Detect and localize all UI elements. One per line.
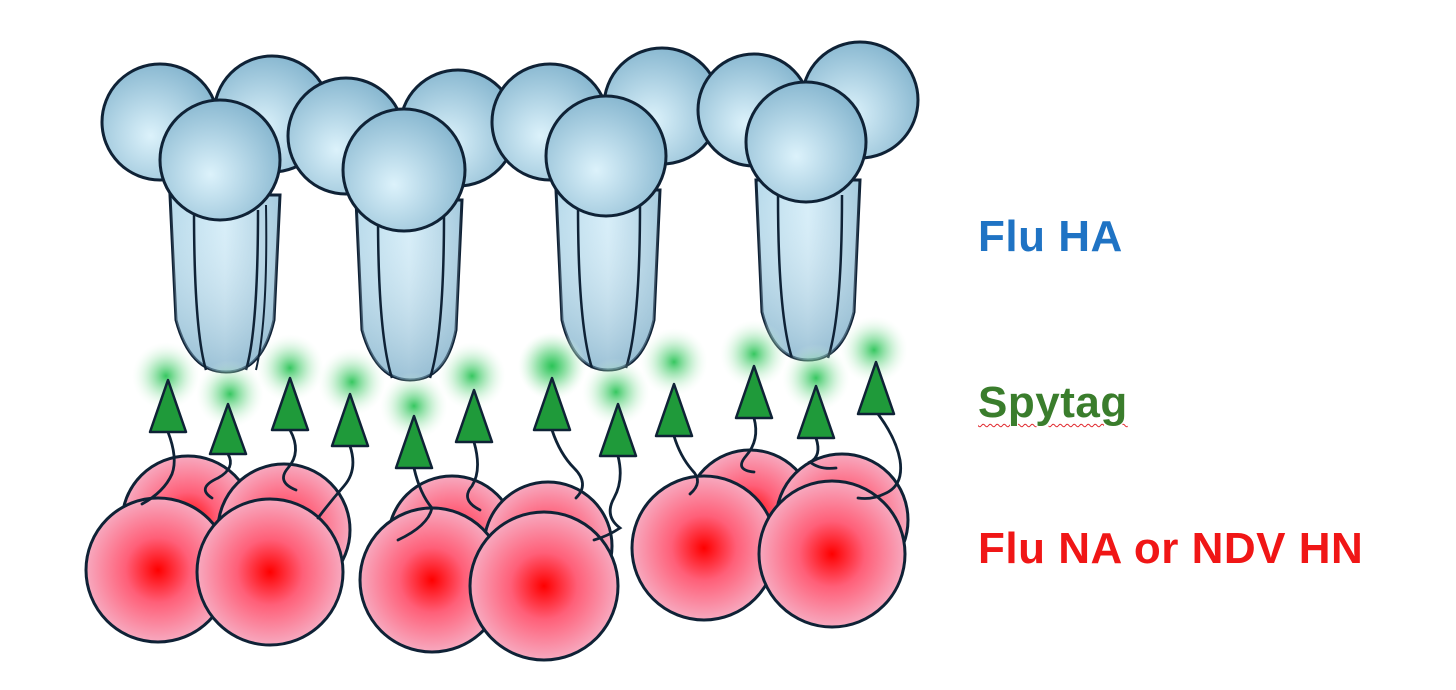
- na-subunit: [468, 510, 620, 662]
- ha-trimer: [286, 68, 518, 382]
- spytag-triangle: [148, 378, 188, 434]
- linker: [550, 428, 584, 500]
- spytag-triangle: [734, 364, 774, 420]
- spytag-layer: [148, 360, 896, 470]
- na-tetramer: [630, 448, 910, 629]
- ha-head: [341, 107, 467, 233]
- na-subunit: [630, 474, 778, 622]
- linker: [807, 436, 838, 470]
- spytag-glow-layer: [132, 316, 908, 440]
- linker: [282, 428, 298, 492]
- na-subunit: [757, 479, 907, 629]
- spytag-triangle: [270, 376, 310, 432]
- na-layer: [84, 448, 910, 662]
- linker: [396, 466, 434, 542]
- spytag-triangle: [532, 376, 572, 432]
- linker: [856, 412, 903, 500]
- spytag-triangle: [394, 414, 434, 470]
- na-tetramer: [84, 454, 352, 647]
- ha-trimer: [100, 54, 332, 374]
- spytag-triangle: [796, 384, 836, 440]
- ha-trimer: [490, 46, 722, 372]
- linker-layer: [140, 412, 903, 542]
- linker: [740, 416, 758, 474]
- ha-layer: [100, 40, 920, 382]
- ha-head: [744, 80, 868, 204]
- ha-head: [158, 98, 282, 222]
- ha-head: [544, 94, 668, 218]
- linker: [140, 430, 176, 506]
- spytag-triangle: [454, 388, 494, 444]
- na-tetramer: [358, 474, 620, 662]
- na-subunit: [195, 497, 345, 647]
- spytag-triangle: [598, 402, 638, 458]
- spytag-triangle: [330, 392, 370, 448]
- spytag-triangle: [654, 382, 694, 438]
- legend-label-flu-ha: Flu HA: [978, 212, 1123, 261]
- legend-label-flu-na: Flu NA or NDV HN: [978, 524, 1364, 573]
- linker: [466, 440, 482, 512]
- ha-trimer: [696, 40, 920, 362]
- linker: [672, 434, 699, 496]
- linker: [316, 444, 355, 520]
- spytag-triangle: [856, 360, 896, 416]
- legend-label-spytag: Spytag: [978, 378, 1128, 427]
- spytag-triangle: [208, 402, 248, 456]
- linker: [203, 452, 232, 500]
- linker: [592, 454, 623, 542]
